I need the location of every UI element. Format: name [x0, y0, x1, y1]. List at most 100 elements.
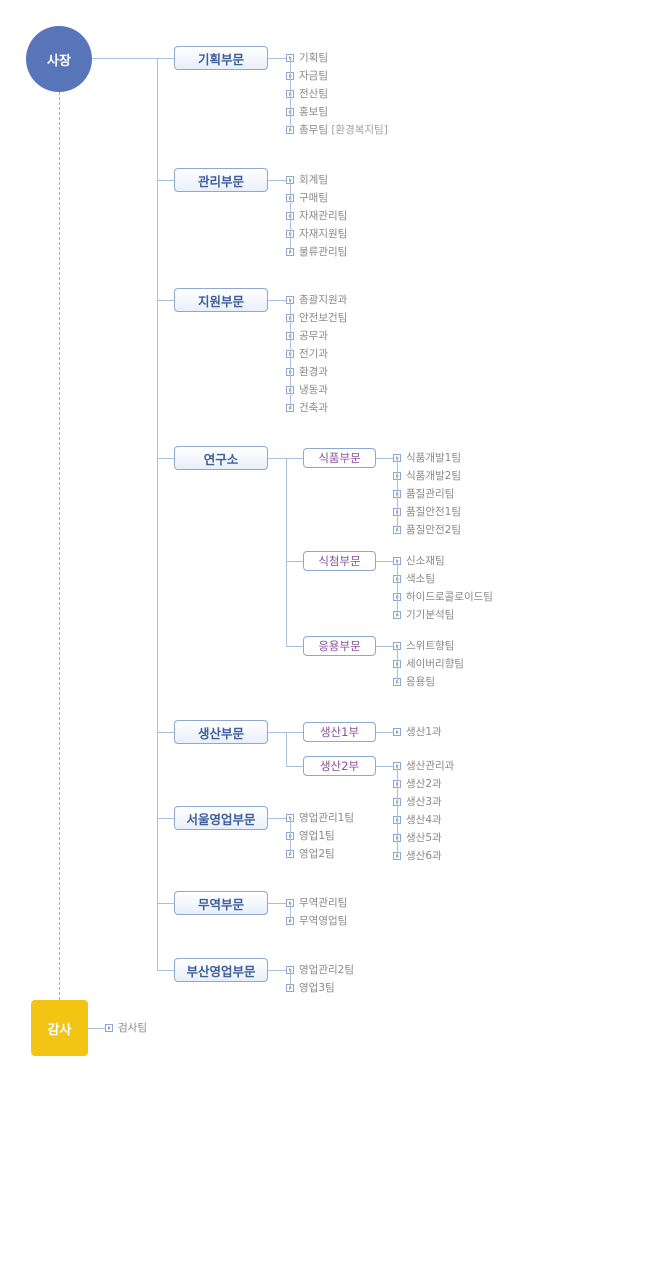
team-label: 총무팀	[299, 124, 328, 136]
team-label: 환경과	[299, 366, 328, 378]
team-item: 영업2팀	[286, 846, 335, 862]
team-label: 스위트향팀	[406, 640, 455, 652]
team-item: 회계팀	[286, 172, 328, 188]
connector-line	[290, 300, 291, 408]
team-label: 영업관리2팀	[299, 964, 354, 976]
team-label: 구매팀	[299, 192, 328, 204]
team-item: 생산2과	[393, 776, 442, 792]
team-item: 생산3과	[393, 794, 442, 810]
team-label: 기획팀	[299, 52, 328, 64]
team-label: 무역관리팀	[299, 897, 348, 909]
team-item: 식품개발1팀	[393, 450, 461, 466]
team-item: 식품개발2팀	[393, 468, 461, 484]
department-label: 지원부문	[197, 293, 244, 309]
team-label: 회계팀	[299, 174, 328, 186]
connector-line	[268, 458, 303, 459]
connector-line	[157, 300, 174, 301]
team-item: 안전보건팀	[286, 310, 347, 326]
team-item: 물류관리팀	[286, 244, 347, 260]
team-item: 기기분석팀	[393, 607, 454, 623]
sub-division-node: 생산2부	[303, 756, 376, 776]
team-label: 식품개발1팀	[406, 452, 461, 464]
connector-line	[286, 732, 303, 733]
team-label: 영업관리1팀	[299, 812, 354, 824]
connector-line	[290, 180, 291, 252]
team-item: 영업관리2팀	[286, 962, 354, 978]
department-label: 무역부문	[197, 896, 244, 912]
team-item: 품질안전1팀	[393, 504, 461, 520]
team-item: 색소팀	[393, 571, 435, 587]
connector-line	[397, 766, 398, 856]
department-label: 기획부문	[197, 51, 244, 67]
connector-line	[290, 818, 291, 854]
team-label: 공무과	[299, 330, 328, 342]
team-label: 생산2과	[406, 778, 442, 790]
team-label: 색소팀	[406, 573, 435, 585]
team-item: 생산6과	[393, 848, 442, 864]
sub-division-node: 응용부문	[303, 636, 376, 656]
team-label: 자재지원팀	[299, 228, 348, 240]
team-item: 자재지원팀	[286, 226, 347, 242]
department-node: 연구소	[174, 446, 268, 470]
team-item: 영업관리1팀	[286, 810, 354, 826]
department-node: 생산부문	[174, 720, 268, 744]
department-node: 부산영업부문	[174, 958, 268, 982]
team-item: 응용팀	[393, 674, 435, 690]
team-item: 품질관리팀	[393, 486, 454, 502]
team-label: 안전보건팀	[299, 312, 348, 324]
team-label: 생산3과	[406, 796, 442, 808]
team-item: 생산5과	[393, 830, 442, 846]
department-node: 지원부문	[174, 288, 268, 312]
team-label: 자금팀	[299, 70, 328, 82]
connector-line	[286, 458, 287, 647]
bullet-icon	[393, 728, 401, 736]
team-label: 냉동과	[299, 384, 328, 396]
bullet-icon	[105, 1024, 113, 1032]
connector-line	[376, 646, 393, 647]
team-label: 홍보팀	[299, 106, 328, 118]
connector-line	[397, 646, 398, 682]
team-item: 신소재팀	[393, 553, 445, 569]
team-item: 전기과	[286, 346, 328, 362]
team-label: 건축과	[299, 402, 328, 414]
team-label: 생산6과	[406, 850, 442, 862]
team-label: 품질안전2팀	[406, 524, 461, 536]
team-item: 영업3팀	[286, 980, 335, 996]
team-label: 세이버리향팀	[406, 658, 464, 670]
connector-line	[268, 903, 286, 904]
team-label: 물류관리팀	[299, 246, 348, 258]
ceo-node: 사장	[26, 26, 92, 92]
audit-node: 감사	[31, 1000, 88, 1056]
team-item: 품질안전2팀	[393, 522, 461, 538]
team-item: 총괄지원과	[286, 292, 347, 308]
sub-division-node: 생산1부	[303, 722, 376, 742]
connector-line	[268, 300, 286, 301]
team-item: 구매팀	[286, 190, 328, 206]
connector-line	[268, 732, 303, 733]
team-item: 총무팀 [환경복지팀]	[286, 122, 388, 138]
team-item: 무역관리팀	[286, 895, 347, 911]
sub-division-label: 식첨부문	[318, 554, 361, 568]
connector-line	[92, 58, 157, 59]
connector-line	[290, 58, 291, 130]
connector-line	[157, 180, 174, 181]
team-item: 전산팀	[286, 86, 328, 102]
connector-line	[268, 180, 286, 181]
team-label: 생산4과	[406, 814, 442, 826]
connector-line	[157, 903, 174, 904]
team-label: 영업1팀	[299, 830, 335, 842]
connector-line	[290, 903, 291, 921]
team-item: 세이버리향팀	[393, 656, 464, 672]
connector-line	[376, 766, 393, 767]
department-node: 기획부문	[174, 46, 268, 70]
team-label: 생산관리과	[406, 760, 455, 772]
connector-line	[157, 818, 174, 819]
connector-line	[397, 561, 398, 615]
team-item: 생산관리과	[393, 758, 454, 774]
connector-line	[286, 766, 303, 767]
department-label: 서울영업부문	[186, 811, 256, 827]
team-label: 신소재팀	[406, 555, 445, 567]
connector-line	[286, 561, 303, 562]
sub-division-node: 식첨부문	[303, 551, 376, 571]
sub-division-node: 식품부문	[303, 448, 376, 468]
